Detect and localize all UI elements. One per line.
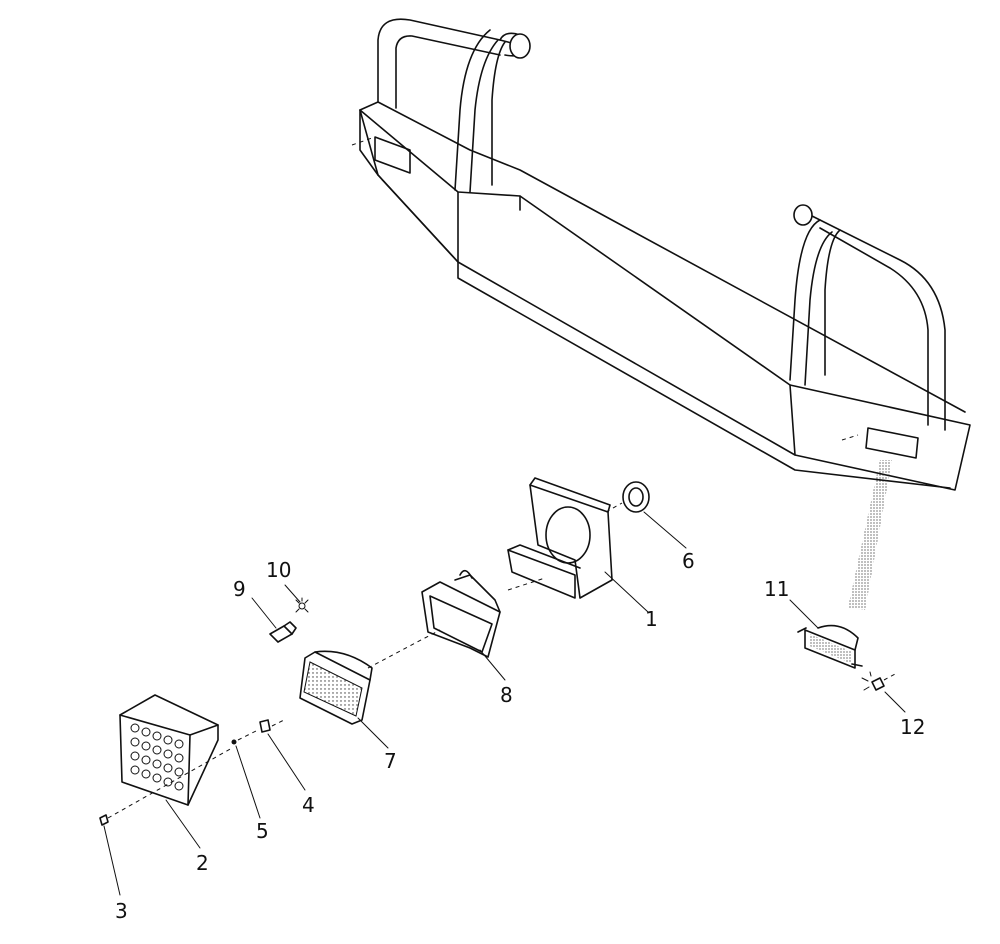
callout-10: 10 xyxy=(266,558,291,582)
part-4-clip xyxy=(237,719,285,741)
callout-7: 7 xyxy=(384,749,397,773)
callout-2: 2 xyxy=(196,851,209,875)
callout-4: 4 xyxy=(302,793,315,817)
right-hoop xyxy=(789,204,946,431)
callout-12: 12 xyxy=(900,715,925,739)
part-7-lamp xyxy=(299,629,441,725)
part-6-ring xyxy=(605,481,650,513)
part-11-marker xyxy=(797,624,863,669)
light-beam xyxy=(848,460,892,610)
part-5-nut xyxy=(231,739,237,745)
callout-5: 5 xyxy=(256,819,269,843)
part-3-screw xyxy=(99,814,109,826)
part-12-bulb xyxy=(861,671,896,691)
callout-1: 1 xyxy=(645,607,658,631)
left-hoop xyxy=(377,18,531,193)
grille-holes xyxy=(130,723,184,791)
part-9-bulb xyxy=(269,621,297,643)
callout-3: 3 xyxy=(115,899,128,923)
callout-8: 8 xyxy=(500,683,513,707)
callout-11: 11 xyxy=(764,577,789,601)
part-10-bulb xyxy=(295,597,309,613)
callout-labels: 1 2 3 4 5 6 7 8 9 10 11 12 xyxy=(115,549,925,923)
callout-6: 6 xyxy=(682,549,695,573)
part-2-grille xyxy=(107,694,233,819)
callout-9: 9 xyxy=(233,577,246,601)
bumper xyxy=(351,101,971,491)
part-1-bracket xyxy=(507,477,613,599)
leader-lines xyxy=(103,511,906,896)
part-8-housing xyxy=(421,569,501,658)
